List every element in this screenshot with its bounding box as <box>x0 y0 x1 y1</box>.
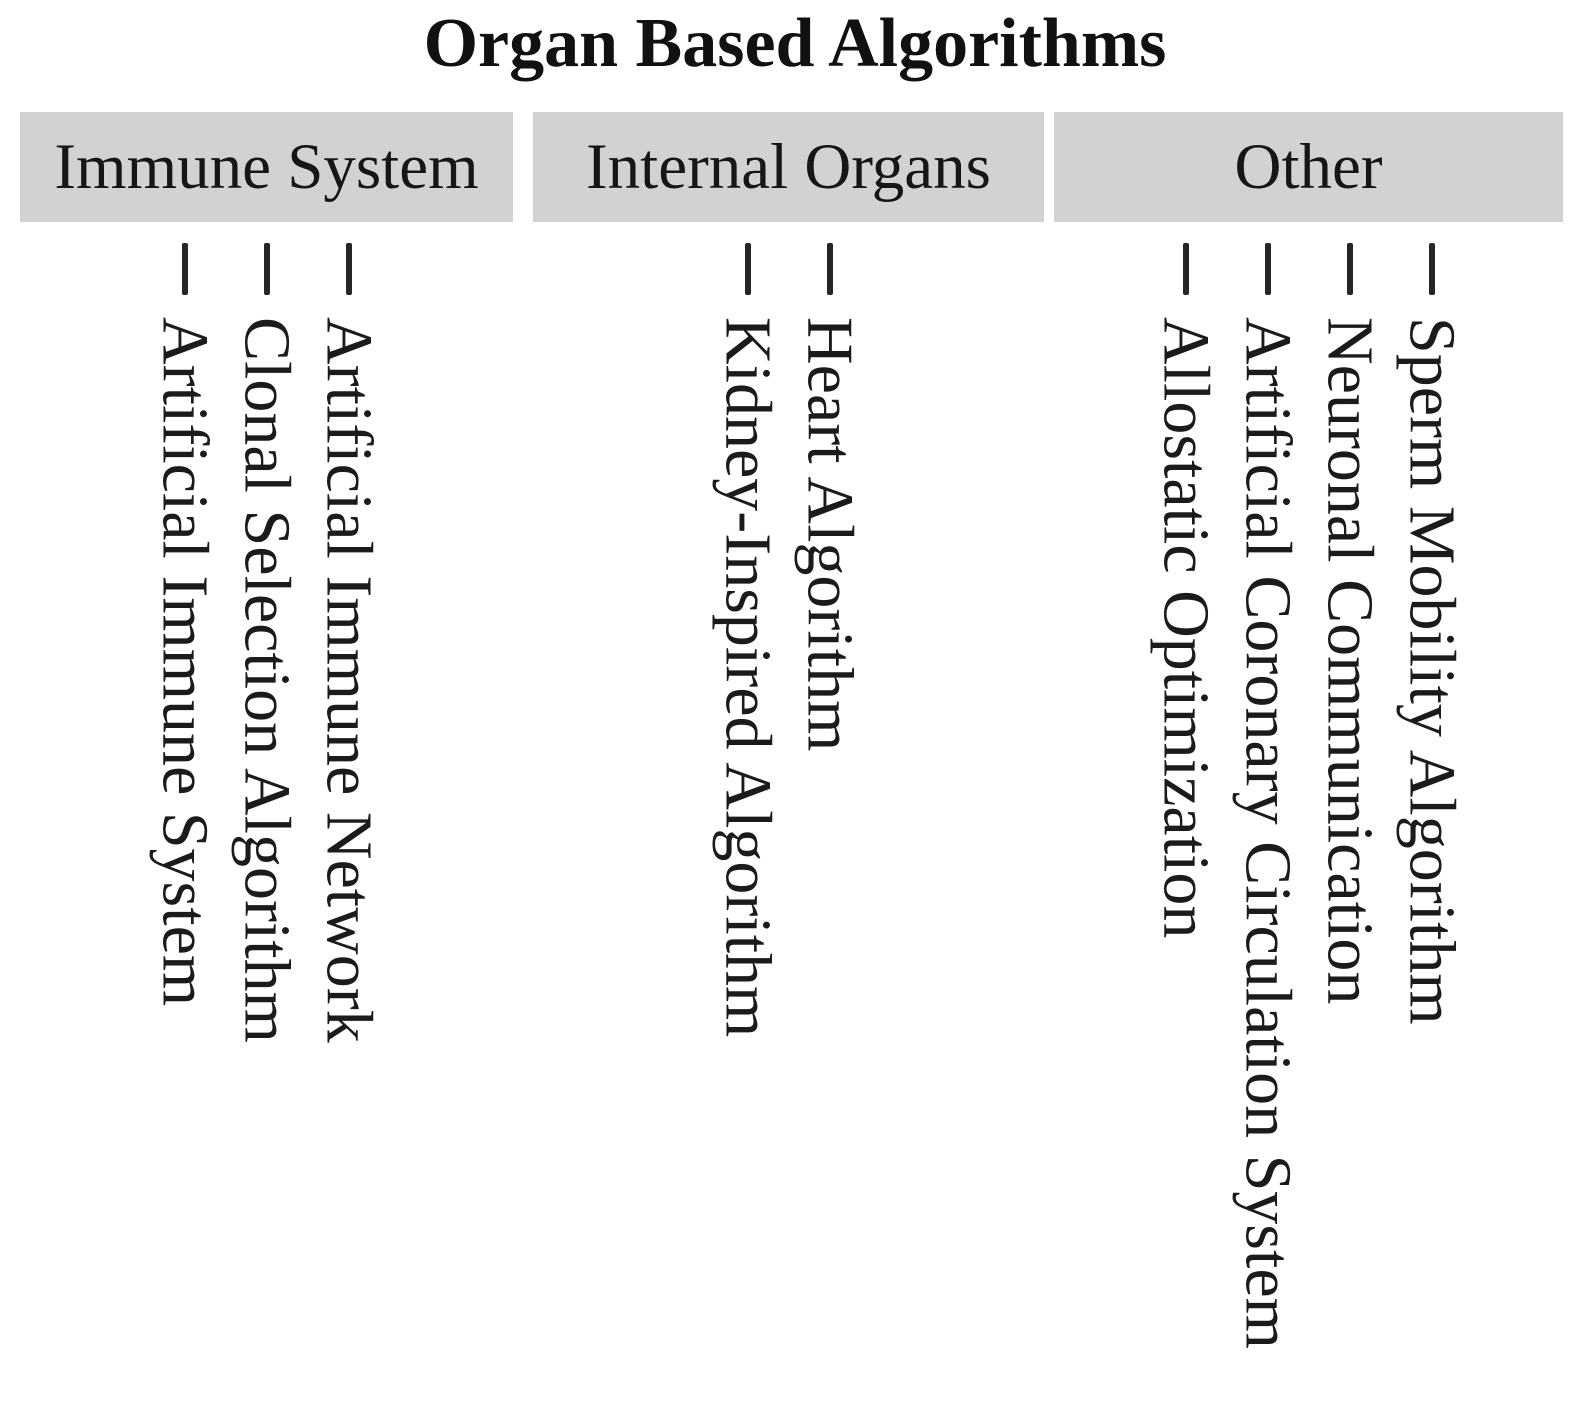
connector-tick <box>826 243 833 295</box>
category-box-internal-organs: Internal Organs <box>533 112 1044 222</box>
connector-tick <box>1182 243 1189 295</box>
algorithm-label: Artificial Immune Network <box>312 317 386 1043</box>
list-item: Kidney-Inspired Algorithm <box>711 243 785 1038</box>
category-label-internal-organs: Internal Organs <box>586 130 991 203</box>
group-internal-organs-items: Kidney-Inspired Algorithm Heart Algorith… <box>533 243 1044 1037</box>
connector-tick <box>744 243 751 295</box>
list-item: Heart Algorithm <box>793 243 867 752</box>
list-item: Artificial Coronary Circulation System <box>1231 243 1305 1349</box>
category-box-immune-system: Immune System <box>20 112 513 222</box>
category-label-immune-system: Immune System <box>54 130 479 203</box>
list-item: Sperm Mobility Algorithm <box>1395 243 1469 1025</box>
group-other-items: Allostatic Optimization Artificial Coron… <box>1054 243 1563 1349</box>
category-box-other: Other <box>1054 112 1563 222</box>
algorithm-label: Kidney-Inspired Algorithm <box>711 317 785 1038</box>
list-item: Artificial Immune System <box>148 243 222 1007</box>
list-item: Artificial Immune Network <box>312 243 386 1043</box>
list-item: Clonal Selection Algorithm <box>230 243 304 1043</box>
algorithm-label: Artificial Immune System <box>148 317 222 1007</box>
algorithm-label: Artificial Coronary Circulation System <box>1231 317 1305 1349</box>
list-item: Allostatic Optimization <box>1149 243 1223 939</box>
connector-tick <box>1346 243 1353 295</box>
list-item: Neuronal Communication <box>1313 243 1387 1005</box>
algorithm-label: Heart Algorithm <box>793 317 867 752</box>
connector-tick <box>181 243 188 295</box>
category-label-other: Other <box>1234 130 1383 203</box>
connector-tick <box>345 243 352 295</box>
algorithm-label: Clonal Selection Algorithm <box>230 317 304 1043</box>
connector-tick <box>263 243 270 295</box>
figure-title: Organ Based Algorithms <box>423 5 1167 82</box>
algorithm-label: Neuronal Communication <box>1313 317 1387 1005</box>
connector-tick <box>1264 243 1271 295</box>
algorithm-label: Allostatic Optimization <box>1149 317 1223 939</box>
connector-tick <box>1428 243 1435 295</box>
group-immune-system-items: Artificial Immune System Clonal Selectio… <box>20 243 513 1043</box>
algorithm-label: Sperm Mobility Algorithm <box>1395 317 1469 1025</box>
